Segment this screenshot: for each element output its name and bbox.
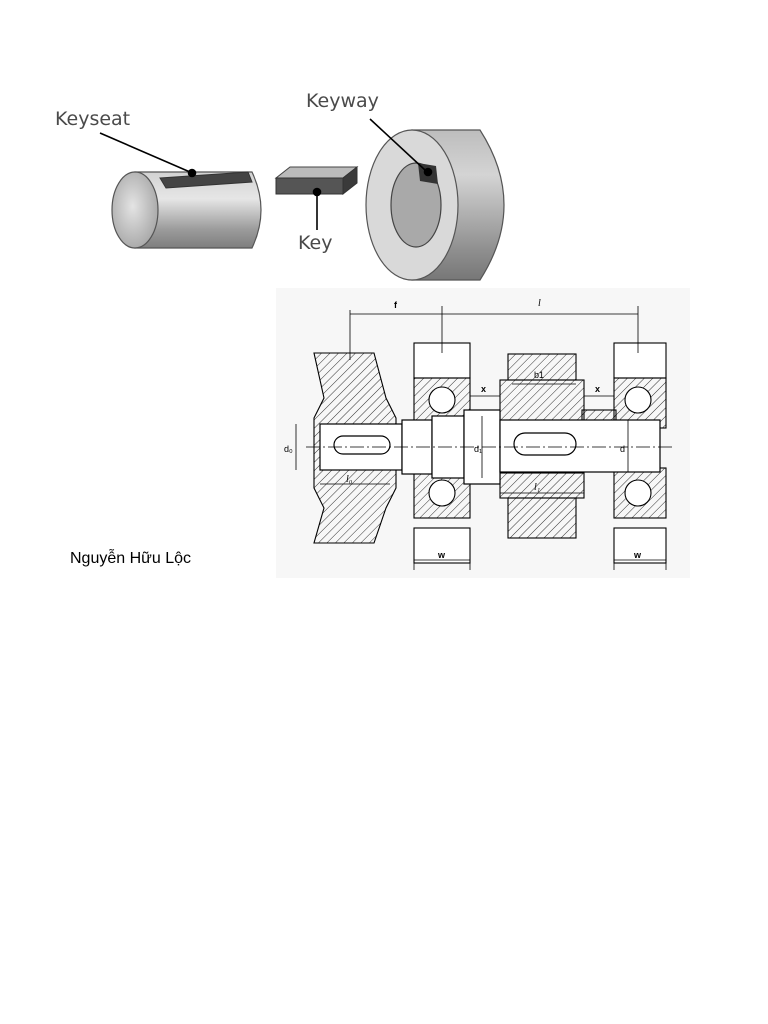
gear-key <box>513 432 577 456</box>
dim-w-left: w <box>437 550 446 560</box>
keyseat-label: Keyseat <box>55 108 131 130</box>
shaft <box>111 171 262 249</box>
right-bearing <box>581 342 667 564</box>
dim-d1: d₁ <box>474 444 482 454</box>
dim-b1: b1 <box>534 370 544 380</box>
dim-f: f <box>394 300 398 310</box>
dim-x-right: x <box>595 384 600 394</box>
keyed-joint-illustration <box>99 118 505 281</box>
dim-x-left: x <box>481 384 486 394</box>
dim-l0: l₀ <box>346 474 353 485</box>
shaft-assembly-drawing: f l x x b1 d₀ d₁ d l₀ l₁ w w <box>276 288 690 578</box>
dim-l1: l₁ <box>534 482 540 493</box>
left-key <box>333 435 391 455</box>
dim-w-right: w <box>633 550 642 560</box>
shaft-section <box>306 409 674 485</box>
ball <box>428 386 456 414</box>
key-label: Key <box>298 232 333 254</box>
ball <box>624 479 652 507</box>
key <box>274 165 359 196</box>
author-name: Nguyễn Hữu Lộc <box>70 550 191 567</box>
dim-d0: d₀ <box>284 444 293 454</box>
dim-d: d <box>620 444 625 454</box>
keyway-label: Keyway <box>306 90 379 112</box>
dim-l: l <box>538 298 541 309</box>
dimension-lines <box>295 306 667 570</box>
ball <box>624 386 652 414</box>
keyseat-slot <box>159 171 253 189</box>
hub <box>365 129 505 281</box>
ball <box>428 479 456 507</box>
shaft-end-face <box>111 171 159 249</box>
hub-bore <box>390 162 442 248</box>
callout-leaders <box>99 118 433 230</box>
